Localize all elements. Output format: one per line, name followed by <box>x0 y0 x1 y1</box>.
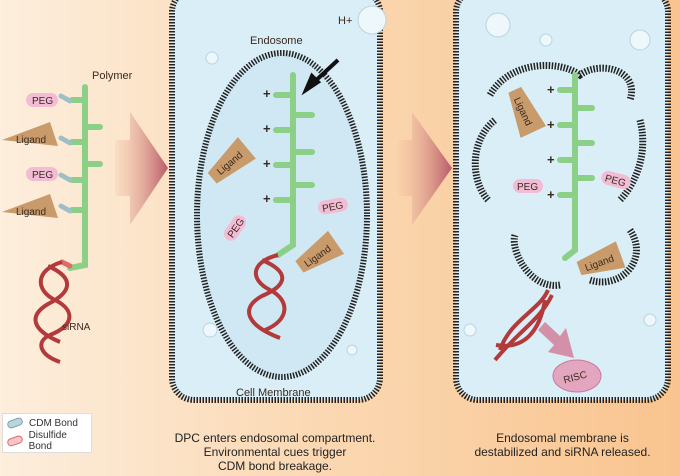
legend-label: CDM Bond <box>29 417 78 429</box>
disulfide-bond-icon <box>6 434 24 448</box>
plus-charge: + <box>547 82 555 97</box>
cell-step3: Ligand PEG PEG Ligand RISC + + + + <box>453 0 671 403</box>
sirna-label: siRNA <box>62 322 91 333</box>
ligand-released: Ligand <box>576 241 626 276</box>
svg-text:PEG: PEG <box>32 96 53 107</box>
proton-arrow-icon <box>301 58 340 96</box>
svg-text:PEG: PEG <box>321 200 344 215</box>
proton-label: H+ <box>338 15 352 27</box>
polymer-cationic <box>273 72 315 258</box>
legend-label: Disulfide Bond <box>28 430 67 452</box>
polymer-label: Polymer <box>92 70 133 82</box>
risc-complex <box>552 359 602 393</box>
peg-attached: PEG <box>26 167 58 181</box>
ligand-attached: Ligand <box>2 194 58 218</box>
caption-line: DPC enters endosomal compartment. <box>174 431 376 445</box>
polymer-free <box>557 72 595 261</box>
endosome <box>194 50 370 380</box>
plus-charge: + <box>263 156 271 171</box>
caption-line: Environmental cues trigger <box>203 445 347 459</box>
peg-attached: PEG <box>26 93 58 107</box>
plus-charge: + <box>547 187 555 202</box>
dpc-conjugate: Polymer PEG Ligand PEG Ligand siRNA <box>2 70 133 364</box>
svg-text:Ligand: Ligand <box>16 135 46 146</box>
plus-charge: + <box>263 121 271 136</box>
ligand-released: Ligand <box>508 86 546 138</box>
plus-charge: + <box>547 152 555 167</box>
cell-membrane-label: Cell Membrane <box>236 387 311 399</box>
ligand-attached: Ligand <box>2 122 58 146</box>
caption-step2: DPC enters endosomal compartment. Enviro… <box>160 431 390 473</box>
legend-item-disulfide-bond: Disulfide Bond <box>3 430 91 452</box>
cdm-bond-icon <box>6 416 24 430</box>
sirna-released <box>493 289 554 362</box>
caption-line: destabilized and siRNA released. <box>474 445 651 459</box>
plus-charge: + <box>263 191 271 206</box>
svg-text:PEG: PEG <box>32 170 53 181</box>
sirna-helix <box>33 260 72 364</box>
caption-step3: Endosomal membrane is destabilized and s… <box>450 431 675 459</box>
caption-line: Endosomal membrane is <box>496 431 629 445</box>
disrupted-endosome-membrane <box>471 62 647 289</box>
plus-charge: + <box>263 86 271 101</box>
svg-text:Ligand: Ligand <box>16 207 46 218</box>
peg-released: PEG <box>318 197 348 215</box>
peg-released: PEG <box>601 170 631 189</box>
svg-text:PEG: PEG <box>517 182 538 193</box>
legend-item-cdm-bond: CDM Bond <box>3 414 91 432</box>
step-arrow-2 <box>398 112 452 225</box>
caption-line: CDM bond breakage. <box>217 459 333 473</box>
svg-text:PEG: PEG <box>604 173 627 189</box>
legend: CDM Bond Disulfide Bond <box>2 413 92 453</box>
peg-released: PEG <box>513 179 543 193</box>
release-arrow <box>538 322 574 358</box>
sirna-helix <box>247 253 287 340</box>
cell-step2: Endosome H+ Ligand PEG PEG Ligand Cell M… <box>169 0 387 403</box>
endosome-label: Endosome <box>250 35 303 47</box>
plus-charge: + <box>547 117 555 132</box>
step-arrow-1 <box>115 112 168 225</box>
